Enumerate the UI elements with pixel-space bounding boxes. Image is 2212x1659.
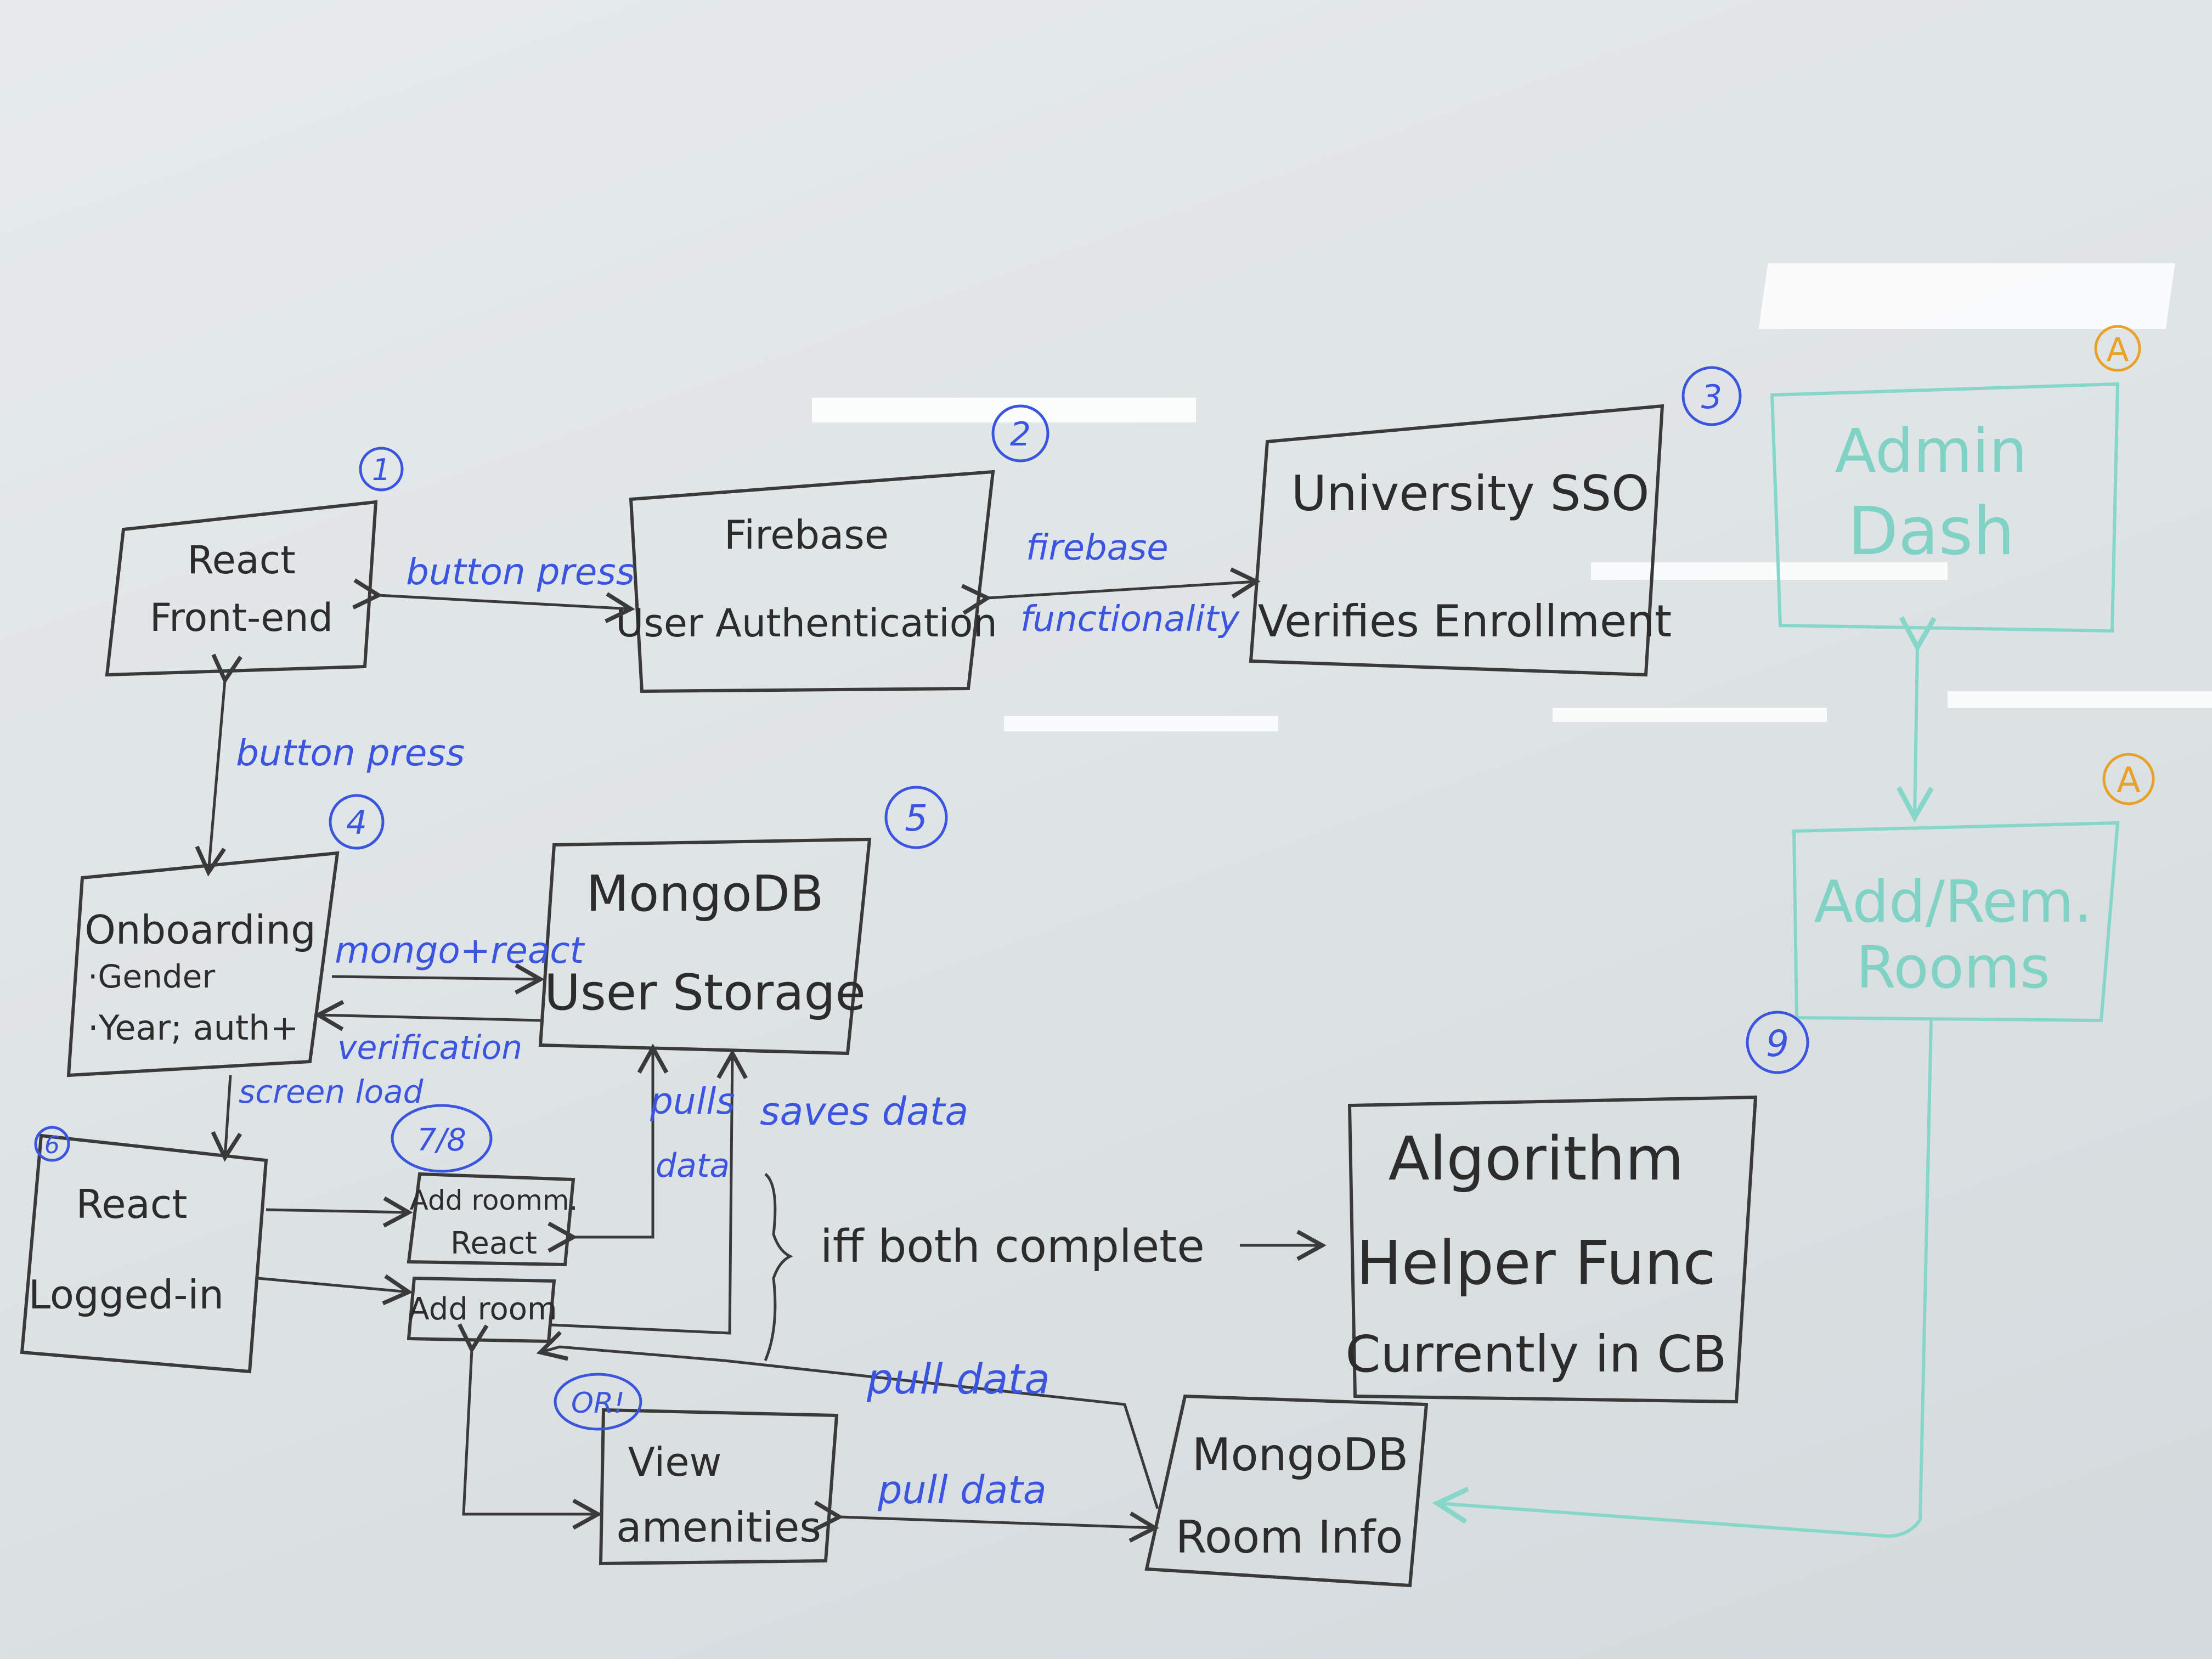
edge-amenities-roominfo [813, 1500, 1159, 1543]
svg-text:5: 5 [905, 797, 928, 839]
svg-text:9: 9 [1766, 1023, 1789, 1065]
step-4-badge: 4 [329, 794, 385, 850]
step-9-badge: 9 [1746, 1011, 1809, 1074]
svg-text:OR!: OR! [571, 1387, 625, 1420]
node-university-sso: University SSO Verifies Enrollment [1249, 404, 1672, 677]
node-label-line: Add room [408, 1291, 557, 1327]
label-screen-load: screen load [239, 1073, 424, 1110]
node-label-line: amenities [616, 1503, 821, 1551]
label-firebase: firebase [1026, 528, 1169, 568]
node-label-line: University SSO [1291, 465, 1650, 522]
light-reflections [812, 263, 2212, 731]
label-data: data [656, 1147, 730, 1185]
label-button-press-left: button press [236, 732, 465, 774]
step-1-badge: 1 [359, 447, 404, 492]
node-mongodb-user-storage: MongoDB User Storage [538, 837, 872, 1056]
edge-addroom-mongo [551, 1049, 748, 1335]
node-label-line: Rooms [1856, 934, 2050, 1001]
edge-labels: button press firebase functionality butt… [236, 528, 1240, 1513]
node-add-room: Add room [407, 1276, 557, 1344]
step-3-badge: 3 [1681, 366, 1742, 426]
node-firebase: Firebase User Authentication [616, 470, 997, 693]
node-label-line: Onboarding [84, 907, 316, 953]
node-label-line: ·Gender [88, 958, 215, 995]
admin-a-badge-bottom: A [2102, 753, 2155, 805]
edge-mongo-onboarding [314, 1000, 541, 1031]
edge-frontend-onboarding [195, 653, 242, 877]
node-label-line: ·Year; auth+ [88, 1008, 298, 1048]
node-label-line: Algorithm [1389, 1124, 1684, 1194]
edge-addrem-roominfo [1432, 1020, 1933, 1538]
step-numbers: 1 2 3 4 5 6 7/8 9 [34, 325, 2155, 1431]
node-label-line: Admin [1835, 416, 2028, 486]
edge-addroommate-mongo [548, 1043, 669, 1253]
label-pulls: pulls [650, 1080, 735, 1122]
svg-text:2: 2 [1010, 415, 1031, 454]
svg-text:1: 1 [372, 453, 391, 487]
node-add-roommate: Add roomm. React [407, 1172, 578, 1267]
label-mongo-react: mongo+react [335, 929, 585, 972]
node-label-line: React [187, 538, 295, 583]
edge-frontend-firebase [352, 578, 635, 623]
label-verification: verification [337, 1029, 522, 1067]
node-label-line: React [450, 1226, 537, 1261]
admin-a-badge-top: A [2094, 325, 2141, 372]
step-2-badge: 2 [991, 404, 1049, 462]
teal-edges [1432, 616, 1937, 1538]
node-label-line: Add/Rem. [1814, 868, 2092, 935]
node-label-line: Dash [1848, 494, 2015, 570]
edge-loggedin-addroom [257, 1274, 413, 1306]
label-functionality: functionality [1020, 599, 1240, 640]
svg-text:7/8: 7/8 [417, 1122, 466, 1158]
node-label-line: Room Info [1176, 1511, 1403, 1564]
svg-text:6: 6 [44, 1131, 60, 1159]
node-mongodb-room-info: MongoDB Room Info [1144, 1394, 1429, 1588]
label-pull-data-upper: pull data [866, 1355, 1050, 1403]
label-saves-data: saves data [760, 1089, 968, 1134]
node-label-line: Front-end [150, 595, 333, 640]
node-label-line: Logged-in [29, 1272, 224, 1318]
svg-text:4: 4 [346, 804, 367, 842]
edge-addroom-amenities [457, 1323, 602, 1530]
label-iff-both-complete: iff both complete [820, 1221, 1205, 1273]
node-onboarding: Onboarding ·Gender ·Year; auth+ [66, 851, 340, 1077]
node-label-line: Add roomm. [410, 1184, 578, 1216]
label-button-press-top: button press [406, 551, 635, 593]
node-admin-dash: Admin Dash [1770, 382, 2120, 633]
step-6-badge: 6 [34, 1126, 70, 1162]
node-view-amenities: View amenities [599, 1408, 839, 1566]
edge-admin-addrem [1896, 616, 1937, 823]
node-label-line: React [76, 1181, 187, 1227]
or-badge: OR! [554, 1373, 642, 1431]
node-label-line: User Storage [544, 964, 866, 1022]
node-label-line: MongoDB [1192, 1429, 1409, 1481]
svg-text:A: A [2106, 331, 2129, 369]
node-algorithm: Algorithm Helper Func Currently in CB [1345, 1095, 1758, 1404]
node-label-line: Firebase [724, 512, 889, 558]
step-7-8-badge: 7/8 [391, 1104, 493, 1173]
node-label-line: MongoDB [586, 865, 824, 923]
edge-bracket [764, 1173, 793, 1361]
node-react-frontend: React Front-end [105, 500, 378, 677]
node-label-line: View [628, 1439, 722, 1485]
node-label-line: Helper Func [1356, 1228, 1716, 1298]
node-add-rem-rooms: Add/Rem. Rooms [1792, 821, 2120, 1023]
edges [195, 567, 1327, 1543]
node-react-loggedin: React Logged-in [20, 1133, 268, 1374]
step-5-badge: 5 [884, 786, 948, 849]
edge-loggedin-addroommate [266, 1196, 413, 1228]
node-label-line: User Authentication [616, 601, 997, 646]
node-label-line: Currently in CB [1345, 1325, 1726, 1384]
edge-onboarding-mongo [331, 963, 545, 995]
svg-text:A: A [2117, 760, 2141, 801]
node-label-line: Verifies Enrollment [1258, 596, 1672, 647]
edge-onboarding-loggedin [211, 1075, 242, 1162]
label-pull-data-lower: pull data [877, 1468, 1047, 1513]
svg-text:3: 3 [1701, 378, 1722, 416]
edge-firebase-sso [961, 567, 1261, 615]
